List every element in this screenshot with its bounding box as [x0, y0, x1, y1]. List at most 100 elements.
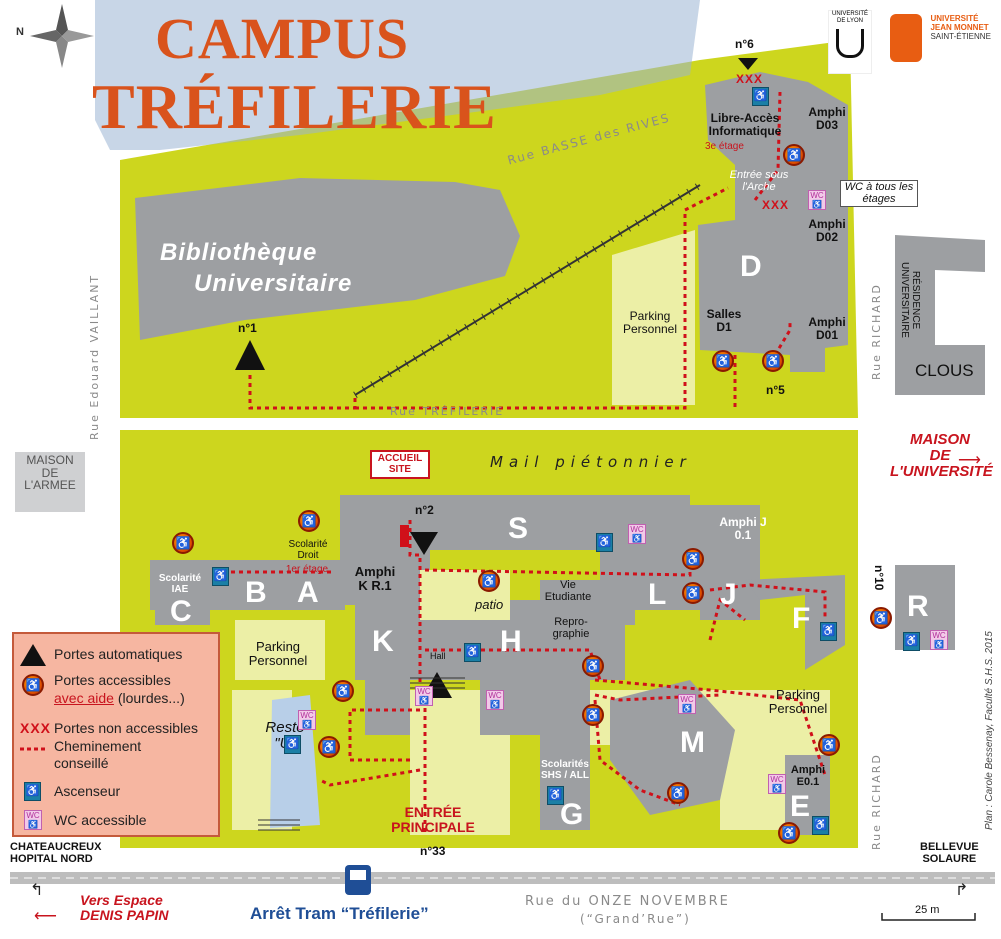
vers-espace-line-2: DENIS PAPIN [80, 906, 169, 923]
wc-accessible-icon: WC ♿ [808, 190, 826, 210]
elevator-icon: ♿ [547, 786, 564, 805]
troisieme-etage-label: 3e étage [705, 141, 744, 152]
accessible-door-icon: ♿ [582, 655, 604, 677]
ujm-line-2: JEAN MONNET [930, 23, 989, 32]
wc-accessible-icon: WC ♿ [486, 690, 504, 710]
legend-xxx-marker: XXX [20, 720, 52, 736]
ujm-line-1: UNIVERSITÉ [930, 14, 979, 23]
entree-arche-label: Entrée sous l'Arche [729, 169, 789, 193]
turn-right-icon: ↱ [955, 882, 969, 899]
door-n2-marker [410, 532, 438, 555]
amphi-kr1-label: Amphi K R.1 [354, 564, 396, 593]
building-l-letter: L [648, 578, 667, 611]
wc-accessible-icon: WC ♿ [768, 774, 786, 794]
scolarite-iae-label: Scolarité IAE [158, 573, 202, 595]
bellevue-line-2: SOLAURE [922, 852, 977, 865]
building-k-letter: K [372, 625, 394, 658]
accessible-door-icon: ♿ [712, 350, 734, 372]
building-h-letter: H [500, 625, 522, 658]
amphi-d02-label: Amphi D02 [808, 217, 846, 244]
tram-stop-label: Arrêt Tram “Tréfilerie” [250, 904, 429, 923]
door-n6-label: n°6 [735, 37, 754, 51]
accueil-site-label[interactable]: ACCUEIL SITE [370, 450, 430, 479]
chateaucreux-line-2: HOPITAL NORD [10, 852, 93, 865]
entree-line-1: ENTRÉE [404, 804, 462, 820]
bellevue-label: BELLEVUE SOLAURE [920, 841, 979, 865]
chateaucreux-line-1: CHATEAUCREUX [10, 841, 102, 853]
elevator-icon: ♿ [820, 622, 837, 641]
patio-label: patio [475, 597, 504, 612]
street-onze-novembre: Rue du ONZE NOVEMBRE [525, 894, 730, 909]
entree-principale-label: ENTRÉE PRINCIPALE [378, 805, 488, 834]
door-n6-marker [738, 58, 758, 70]
bibliotheque-line-1: Bibliothèque [160, 239, 318, 266]
bibliotheque-line-2: Universitaire [194, 270, 353, 298]
accessible-door-icon: ♿ [478, 570, 500, 592]
accessible-door-icon: ♿ [667, 782, 689, 804]
entree-line-2: PRINCIPALE [391, 818, 475, 835]
door-n33-label: n°33 [420, 844, 446, 858]
maison-univ-line-1: MAISON [910, 431, 970, 448]
maison-univ-line-3: L'UNIVERSITÉ [890, 462, 993, 480]
vers-espace-label: Vers Espace DENIS PAPIN [80, 893, 168, 922]
clous-label: CLOUS [915, 361, 974, 380]
street-richard-bottom: Rue RICHARD [870, 753, 883, 850]
ujm-line-3: SAINT-ÉTIENNE [930, 32, 991, 41]
accessible-door-icon: ♿ [682, 548, 704, 570]
elevator-icon: ♿ [903, 632, 920, 651]
amphi-d03-label: Amphi D03 [808, 105, 846, 132]
wc-legend-icon: WC ♿ [24, 810, 42, 830]
wc-accessible-icon: WC ♿ [678, 694, 696, 714]
title-line-1: CAMPUS [155, 6, 410, 71]
accessible-door-icon: ♿ [762, 350, 784, 372]
amphi-e01-label: Amphi E0.1 [790, 764, 826, 788]
arrow-left-icon: ⟵ [34, 908, 57, 925]
bellevue-line-1: BELLEVUE [920, 841, 979, 853]
scolarite-droit-label: Scolarité Droit [288, 539, 328, 561]
building-s-letter: S [508, 512, 529, 545]
elevator-icon: ♿ [284, 735, 301, 754]
page-title: CAMPUS [155, 8, 409, 70]
chateaucreux-label: CHATEAUCREUX HOPITAL NORD [10, 841, 102, 865]
arrow-right-icon: ⟶ [958, 452, 981, 469]
accessible-door-icon: ♿ [783, 144, 805, 166]
wc-accessible-icon: WC ♿ [298, 710, 316, 730]
vers-espace-line-1: Vers Espace [80, 892, 163, 908]
building-m-shape [610, 680, 735, 815]
bibliotheque-shape [135, 178, 520, 340]
non-accessible-marker: XXX [762, 198, 790, 212]
street-richard-top: Rue RICHARD [870, 283, 883, 380]
accessible-door-icon: ♿ [332, 680, 354, 702]
parking-left-label: Parking Personnel [248, 639, 308, 668]
street-trefilerie: Rue TRÉFILERIE [390, 405, 505, 418]
door-n1-label: n°1 [238, 321, 257, 335]
wc-accessible-icon: WC ♿ [628, 524, 646, 544]
accessible-door-legend-icon: ♿ [22, 674, 44, 696]
building-d-letter: D [740, 250, 762, 283]
compass-north-label: N [16, 26, 24, 38]
scale-label: 25 m [915, 904, 940, 916]
lyon-logo-text: UNIVERSITÉ DE LYON [831, 11, 868, 24]
legend-ascenseur: Ascenseur [54, 783, 121, 799]
elevator-icon: ♿ [464, 643, 481, 662]
building-e-letter: E [790, 790, 811, 823]
elevator-icon: ♿ [596, 533, 613, 552]
building-b-letter: B [245, 576, 267, 609]
door-n10-label: n°10 [872, 565, 886, 591]
wc-accessible-icon: WC ♿ [930, 630, 948, 650]
wc-accessible-icon: WC ♿ [415, 686, 433, 706]
elevator-icon: ♿ [752, 87, 769, 106]
reprographie-label: Repro- graphie [552, 616, 590, 640]
elevator-legend-icon: ♿ [24, 782, 41, 801]
legend-auto-doors: Portes automatiques [54, 646, 183, 662]
legend-accessible-2: avec aide (lourdes...) [54, 690, 185, 706]
elevator-icon: ♿ [812, 816, 829, 835]
building-g-letter: G [560, 798, 584, 831]
ujm-logo: UNIVERSITÉ JEAN MONNET SAINT-ÉTIENNE [890, 14, 991, 62]
building-d-shape [698, 72, 848, 372]
accessible-door-icon: ♿ [818, 734, 840, 756]
building-a-letter: A [297, 576, 319, 609]
hall-label: Hall [430, 651, 446, 661]
amphi-j01-label: Amphi J 0.1 [719, 515, 767, 542]
